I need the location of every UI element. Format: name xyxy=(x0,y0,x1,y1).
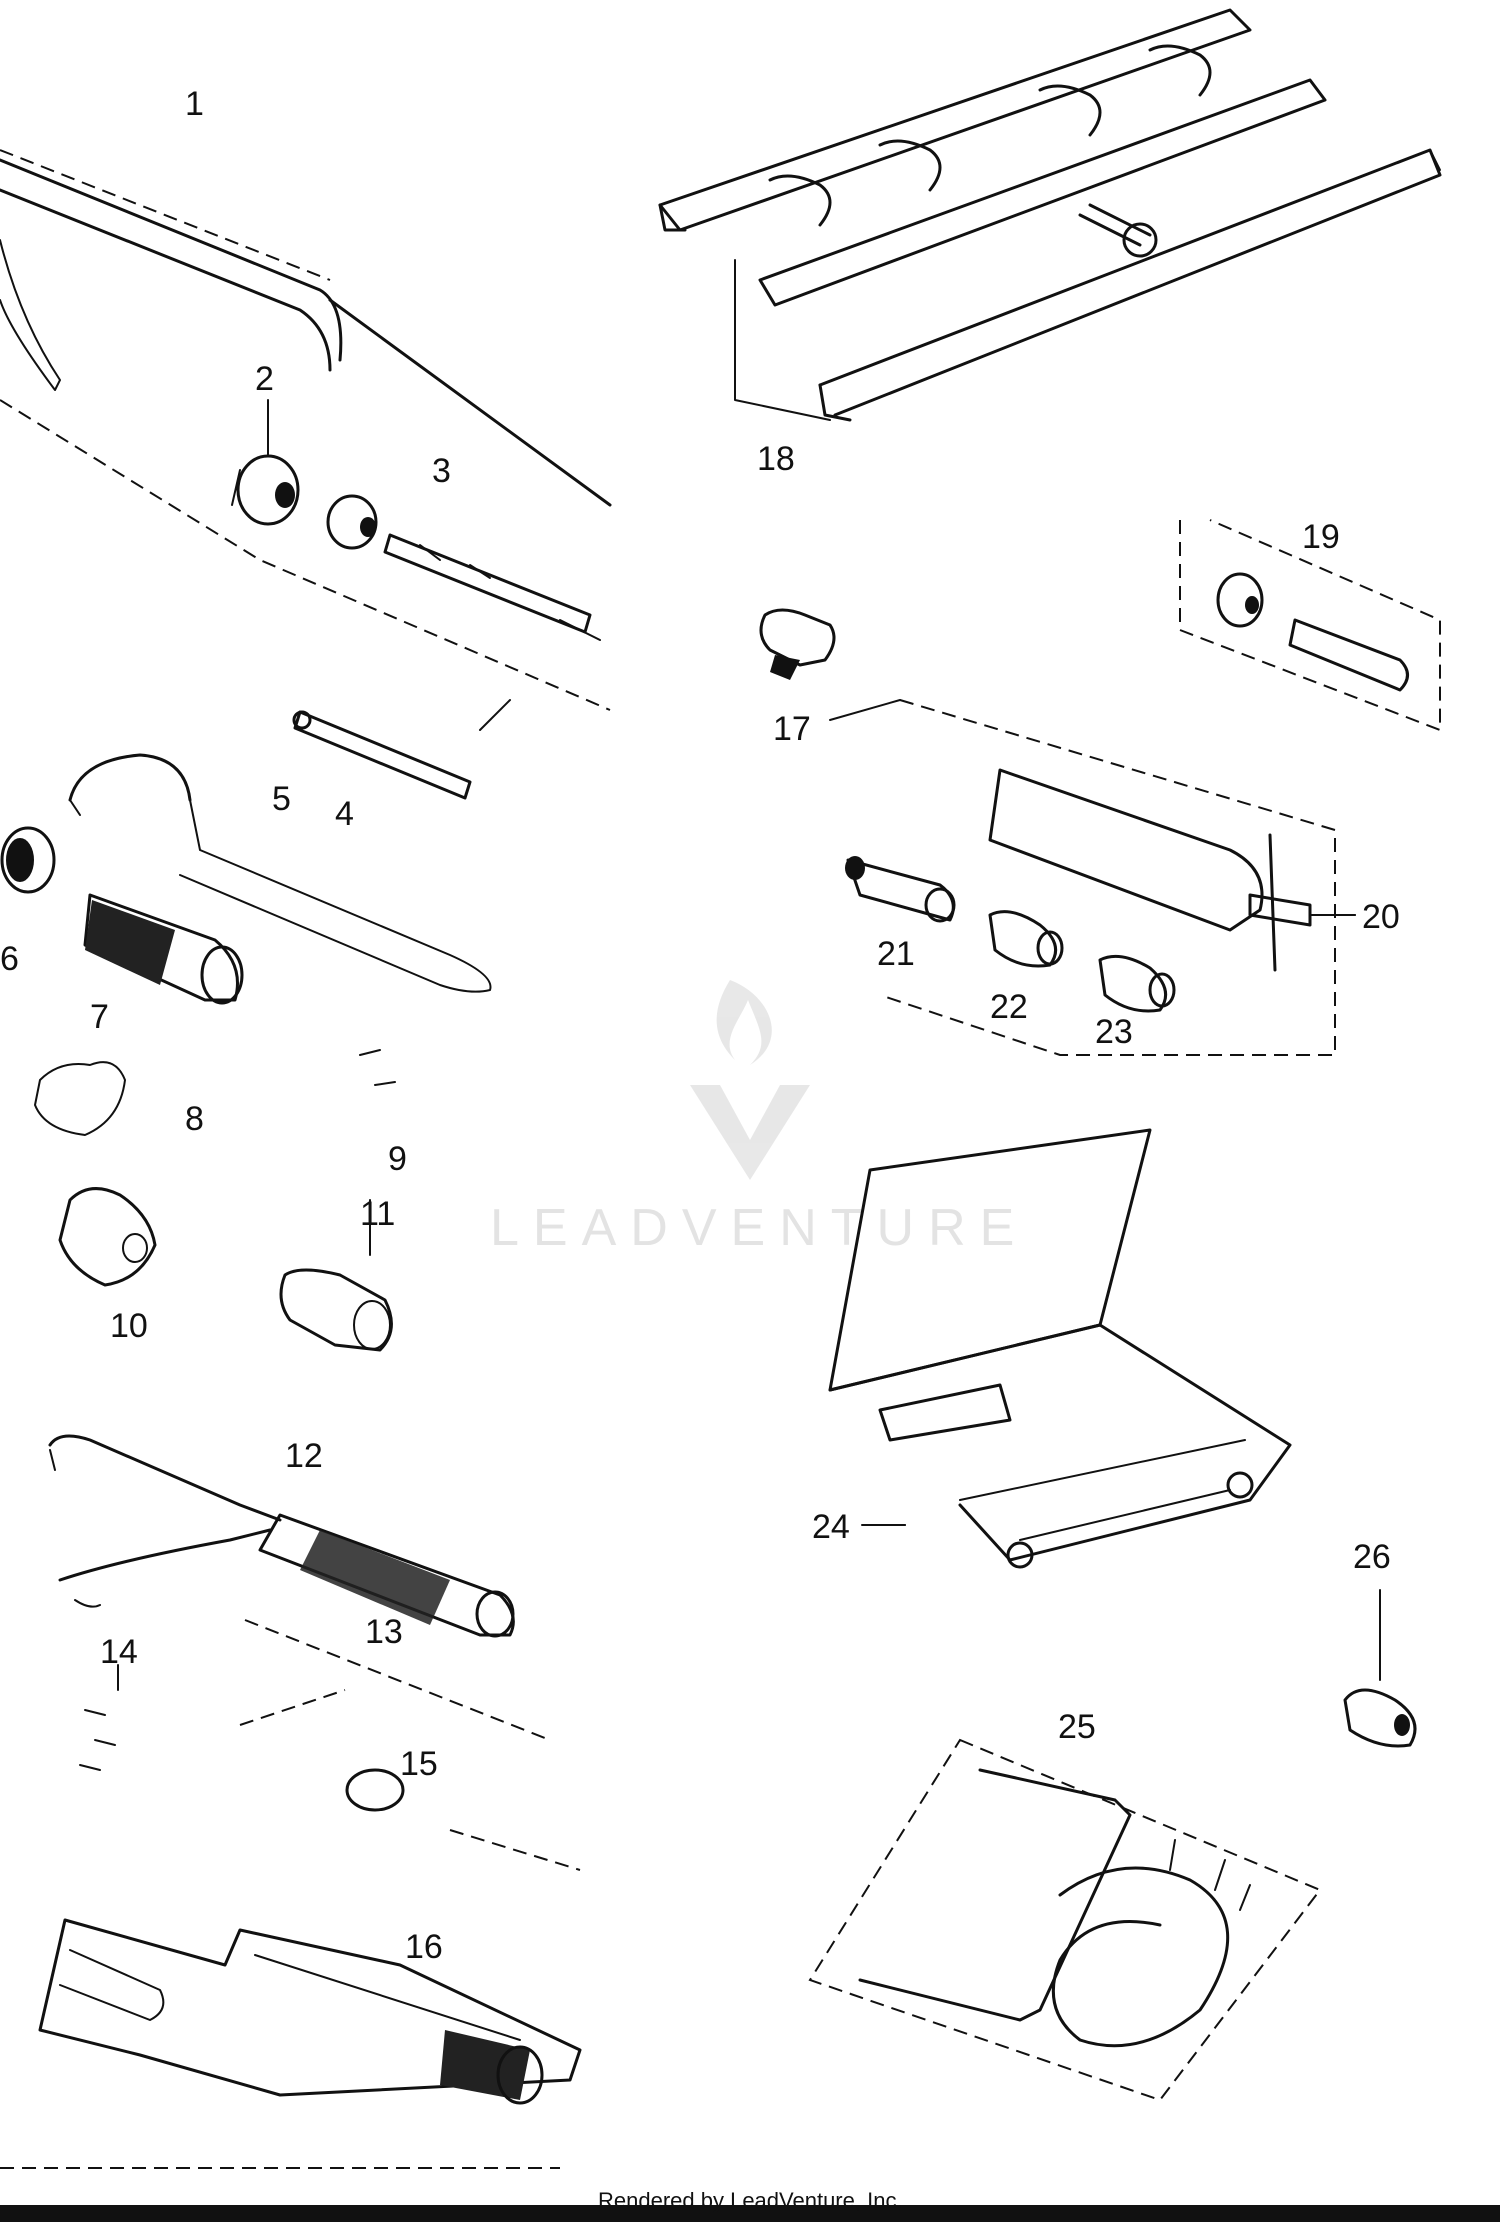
callout-7: 7 xyxy=(90,998,109,1036)
callout-23: 23 xyxy=(1095,1013,1133,1051)
callout-15: 15 xyxy=(400,1745,438,1783)
callout-6: 6 xyxy=(0,940,19,978)
callout-25: 25 xyxy=(1058,1708,1096,1746)
callout-5: 5 xyxy=(272,780,291,818)
callout-24: 24 xyxy=(812,1508,850,1546)
part-13-rod xyxy=(244,1619,551,1741)
part-16-screwdriver-pouch xyxy=(38,1918,582,2105)
part-10-knob xyxy=(58,1187,157,1287)
part-19-bolt-set xyxy=(1179,519,1441,732)
part-9-item xyxy=(359,1049,396,1086)
part-24-tool-case xyxy=(828,1128,1292,1569)
part-6-socket xyxy=(0,826,56,894)
callout-20: 20 xyxy=(1362,898,1400,936)
part-2-socket xyxy=(231,399,300,526)
callout-10: 10 xyxy=(110,1307,148,1345)
callout-3: 3 xyxy=(432,452,451,490)
part-22-socket xyxy=(988,910,1064,968)
part-5-wrench xyxy=(68,753,492,993)
callout-18: 18 xyxy=(757,440,795,478)
callout-21: 21 xyxy=(877,935,915,973)
callout-11: 11 xyxy=(360,1195,395,1233)
callout-labels: 1 2 3 4 5 6 7 8 9 11 10 12 13 14 15 16 1… xyxy=(0,85,1400,1966)
callout-17: 17 xyxy=(773,710,811,748)
part-23-socket xyxy=(1098,954,1176,1013)
callout-2: 2 xyxy=(255,360,274,398)
callout-16: 16 xyxy=(405,1928,443,1966)
part-4-pin-punch xyxy=(292,699,511,800)
watermark-text: LEADVENTURE xyxy=(490,1199,1028,1257)
callout-9: 9 xyxy=(388,1140,407,1178)
callout-26: 26 xyxy=(1353,1538,1391,1576)
footer-bar xyxy=(0,2205,1500,2222)
callout-4: 4 xyxy=(335,795,354,833)
part-11-sleeve xyxy=(279,1268,393,1352)
callout-1: 1 xyxy=(185,85,204,123)
callout-12: 12 xyxy=(285,1437,323,1475)
part-17-fitting xyxy=(759,608,836,680)
part-21-socket xyxy=(845,856,956,923)
callout-8: 8 xyxy=(185,1100,204,1138)
part-3-extension-bar xyxy=(326,494,592,634)
part-14-item xyxy=(79,1709,116,1771)
part-26-clip xyxy=(1343,1589,1417,1748)
callout-14: 14 xyxy=(100,1633,138,1671)
part-18-clamp-rack xyxy=(658,8,1442,422)
callout-22: 22 xyxy=(990,988,1028,1026)
part-7-knurled-handle xyxy=(83,893,244,1005)
part-25-manual-and-wire xyxy=(808,1738,1322,2102)
footer-credit: Rendered by LeadVenture, Inc. xyxy=(598,2188,903,2213)
callout-19: 19 xyxy=(1302,518,1340,556)
leader-lines xyxy=(117,699,1356,1691)
callout-13: 13 xyxy=(365,1613,403,1651)
part-1-tool-pouch xyxy=(0,149,612,711)
part-12-pliers xyxy=(48,1434,515,1638)
leadventure-flame-logo xyxy=(690,980,810,1180)
part-8-nut xyxy=(34,1061,126,1136)
part-15-bolt xyxy=(239,1689,581,1871)
